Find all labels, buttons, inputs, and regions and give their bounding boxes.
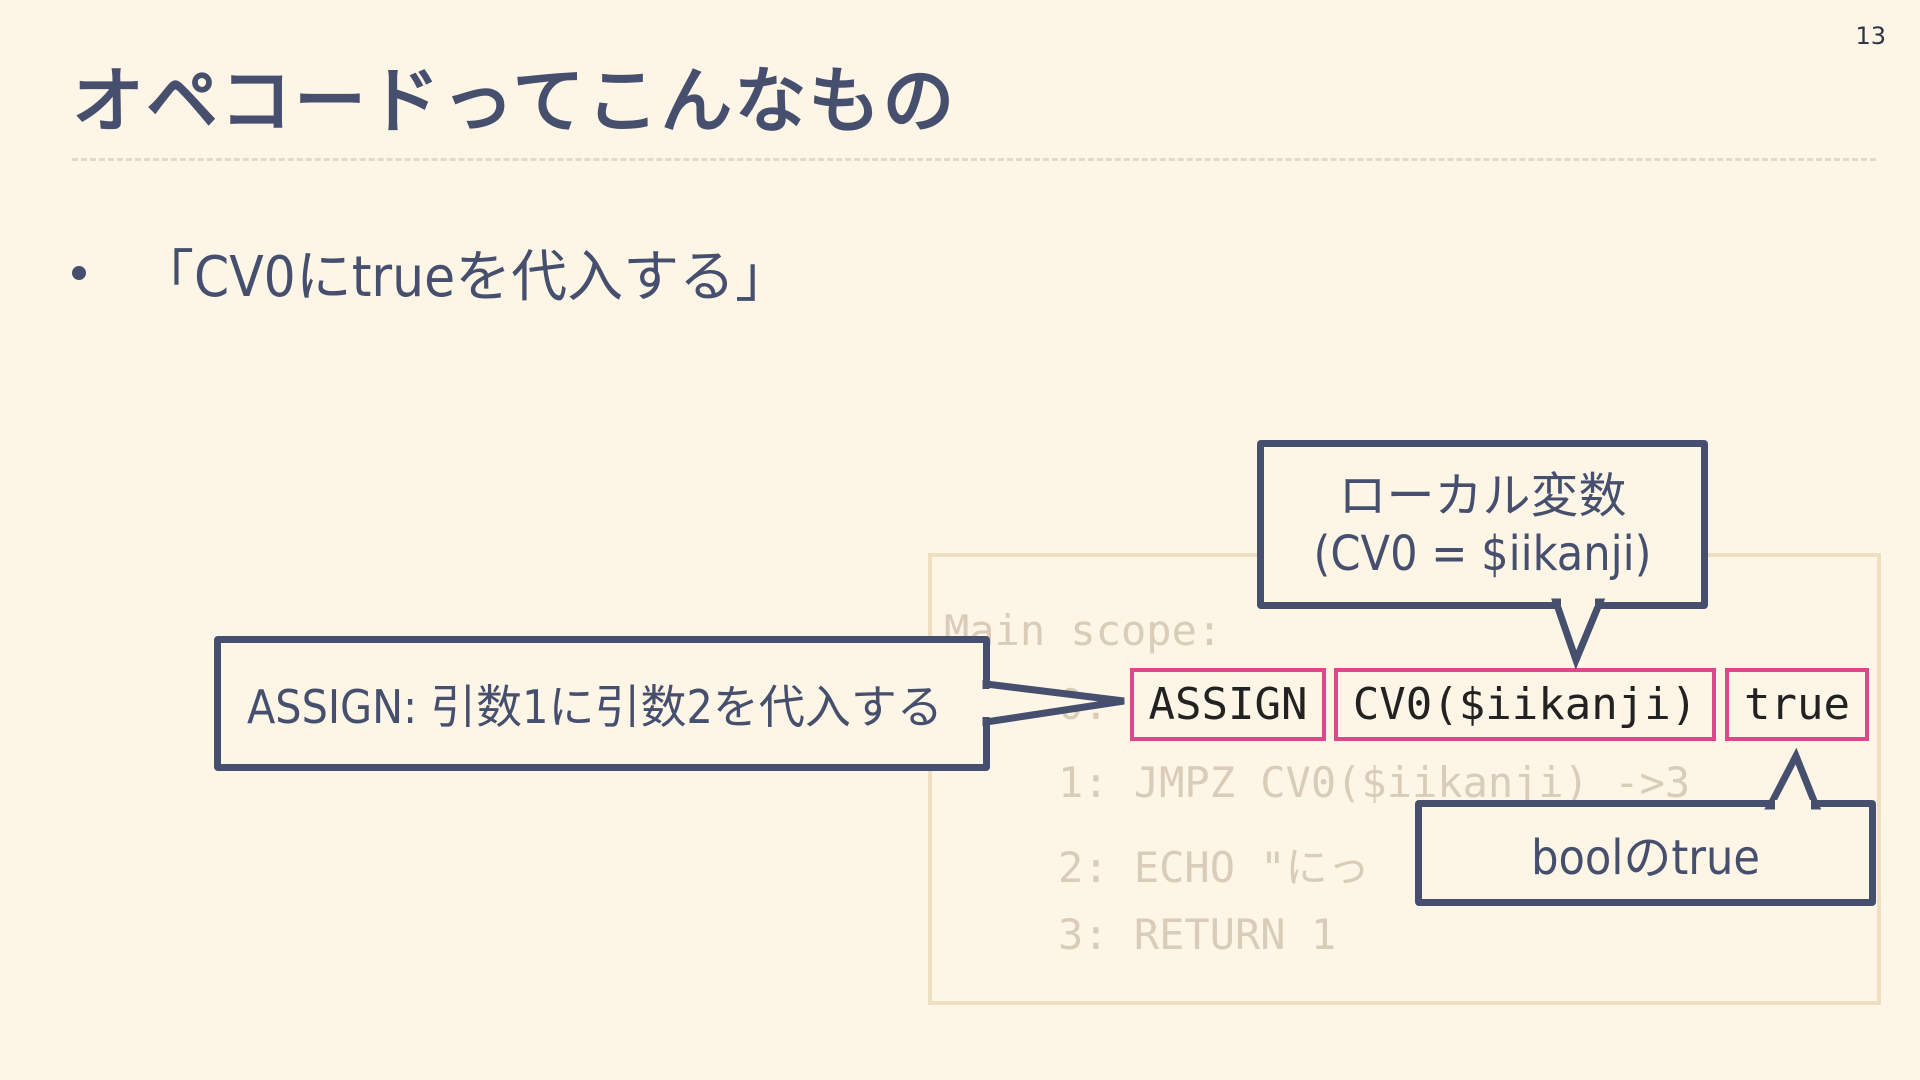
callout-local-line1: ローカル変数 bbox=[1338, 467, 1627, 524]
code-line-2: 2: ECHO "にっ bbox=[1058, 843, 1370, 892]
highlight-opcode: ASSIGN bbox=[1130, 668, 1326, 741]
highlight-arg2: true bbox=[1725, 668, 1869, 741]
callout-bool-text: boolのtrue bbox=[1531, 830, 1760, 886]
callout-local-variable: ローカル変数 (CV0 = $iikanji) bbox=[1257, 440, 1708, 609]
callout-local-line2: (CV0 = $iikanji) bbox=[1313, 525, 1652, 582]
title-divider bbox=[72, 158, 1876, 161]
callout-assign-text: ASSIGN: 引数1に引数2を代入する bbox=[247, 679, 943, 734]
bullet-text: 「CV0にtrueを代入する」 bbox=[138, 245, 792, 310]
code-line-0-prefix: 0: bbox=[1058, 680, 1109, 729]
slide-title: オペコードってこんなもの bbox=[72, 59, 957, 143]
page-number: 13 bbox=[1855, 22, 1886, 50]
bullet-item: 「CV0にtrueを代入する」 bbox=[66, 232, 791, 313]
callout-bool-true: boolのtrue bbox=[1415, 800, 1876, 906]
code-line-1: 1: JMPZ CV0($iikanji) ->3 bbox=[1058, 758, 1691, 807]
highlight-arg1: CV0($iikanji) bbox=[1334, 668, 1716, 741]
bullet-dot-icon bbox=[72, 265, 86, 280]
code-line-3: 3: RETURN 1 bbox=[1058, 910, 1337, 959]
bullet-list: 「CV0にtrueを代入する」 bbox=[66, 232, 791, 313]
callout-assign: ASSIGN: 引数1に引数2を代入する bbox=[214, 636, 990, 771]
